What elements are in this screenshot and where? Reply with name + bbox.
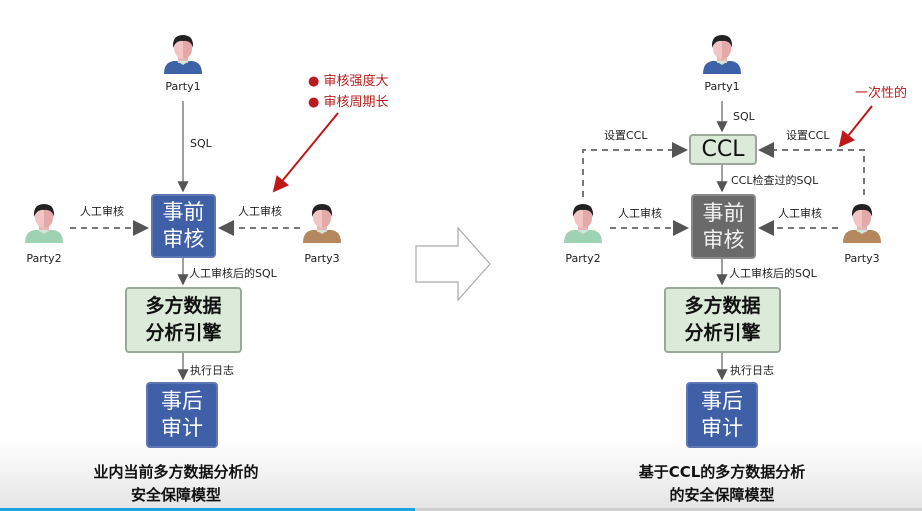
right-pre-audit-box: 事前审核 [691,194,756,259]
right-after-review-sql-label: 人工审核后的SQL [729,267,817,280]
after-review-sql-label: 人工审核后的SQL [189,267,277,280]
party3-avatar-icon [303,204,341,243]
left-connectors [70,101,339,381]
set-ccl-right-label: 设置CCL [786,129,830,142]
box-line: 审核 [702,227,745,252]
right-party1-label: Party1 [704,80,740,93]
sql-label: SQL [190,137,212,150]
caption-line: 基于CCL的多方数据分析 [638,463,806,481]
caption-line: 的安全保障模型 [669,486,775,504]
box-line: 事后 [701,389,743,413]
right-party1-avatar-icon [703,35,741,74]
box-line: 审核 [162,227,205,251]
ccl-checked-sql-label: CCL检查过的SQL [731,174,819,187]
box-line: 分析引擎 [145,322,222,344]
box-line: 分析引擎 [684,322,761,344]
party2-avatar-icon [25,204,63,243]
bottom-gradient [0,440,922,511]
party1-avatar-icon [164,35,202,74]
note-one-time: 一次性的 [855,86,908,101]
box-line: 审计 [161,416,203,440]
right-analysis-engine-box: 多方数据分析引擎 [664,287,781,353]
note-text: 审核强度大 [323,74,389,89]
video-progress-bar[interactable] [0,508,922,511]
left-caption: 业内当前多方数据分析的安全保障模型 [46,461,306,507]
right-manual-review-left-label: 人工审核 [618,207,662,220]
caption-line: 业内当前多方数据分析的 [93,463,259,481]
box-line: 事前 [162,200,205,224]
video-progress-fill [0,508,415,511]
ccl-box: CCL [689,134,757,165]
right-sql-label: SQL [733,110,755,123]
pre-audit-box: 事前审核 [151,194,216,258]
box-line: 多方数据 [684,295,761,317]
right-post-audit-box: 事后审计 [686,382,758,448]
party3-label: Party3 [304,252,340,265]
note-text: 审核周期长 [323,95,389,110]
right-party3-avatar-icon [843,204,881,243]
right-party2-avatar-icon [564,204,602,243]
right-caption: 基于CCL的多方数据分析的安全保障模型 [592,461,852,507]
manual-review-right-label: 人工审核 [238,205,282,218]
note-review-intensity: ● 审核强度大 [308,74,389,89]
transition-arrow-icon [415,226,491,302]
box-line: 审计 [701,416,743,440]
exec-log-label: 执行日志 [190,364,234,377]
right-exec-log-label: 执行日志 [730,364,774,377]
note-review-cycle: ● 审核周期长 [308,95,389,110]
right-manual-review-right-label: 人工审核 [778,207,822,220]
box-line: 多方数据 [145,295,222,317]
right-connectors [582,101,873,381]
caption-line: 安全保障模型 [130,486,221,504]
post-audit-box: 事后审计 [146,382,218,448]
box-line: 事后 [161,389,203,413]
set-ccl-left-label: 设置CCL [604,129,648,142]
analysis-engine-box: 多方数据分析引擎 [125,287,242,353]
right-party3-label: Party3 [844,252,880,265]
manual-review-left-label: 人工审核 [80,205,124,218]
box-line: 事前 [702,200,745,225]
party1-label: Party1 [165,80,201,93]
right-party2-label: Party2 [565,252,601,265]
party2-label: Party2 [26,252,62,265]
